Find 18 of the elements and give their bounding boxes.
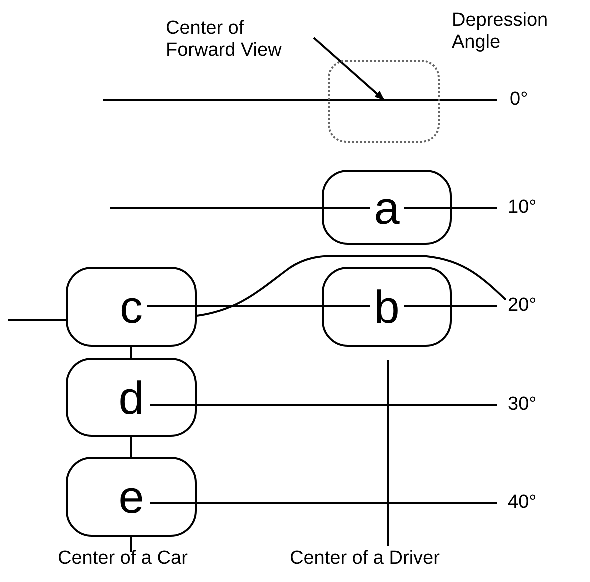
connector-line [130, 347, 132, 358]
position-box [322, 267, 452, 347]
angle-label: 40° [508, 492, 537, 514]
position-box [66, 457, 197, 537]
axis-caption: Center of a Car [58, 548, 188, 570]
annotation-text: Center of Forward View [166, 16, 316, 64]
depression-angle-heading: Depression Angle [452, 10, 550, 54]
angle-label: 20° [508, 295, 537, 317]
angle-label: 30° [508, 394, 537, 416]
angle-label: 10° [508, 197, 537, 219]
pointer-arrow [313, 37, 385, 101]
connector-line [130, 437, 132, 457]
axis-caption: Center of a Driver [290, 548, 440, 570]
view-area-outline [328, 60, 440, 143]
position-box [66, 358, 197, 437]
position-box [66, 267, 197, 347]
angle-label: 0° [510, 89, 528, 111]
position-box [322, 170, 452, 245]
